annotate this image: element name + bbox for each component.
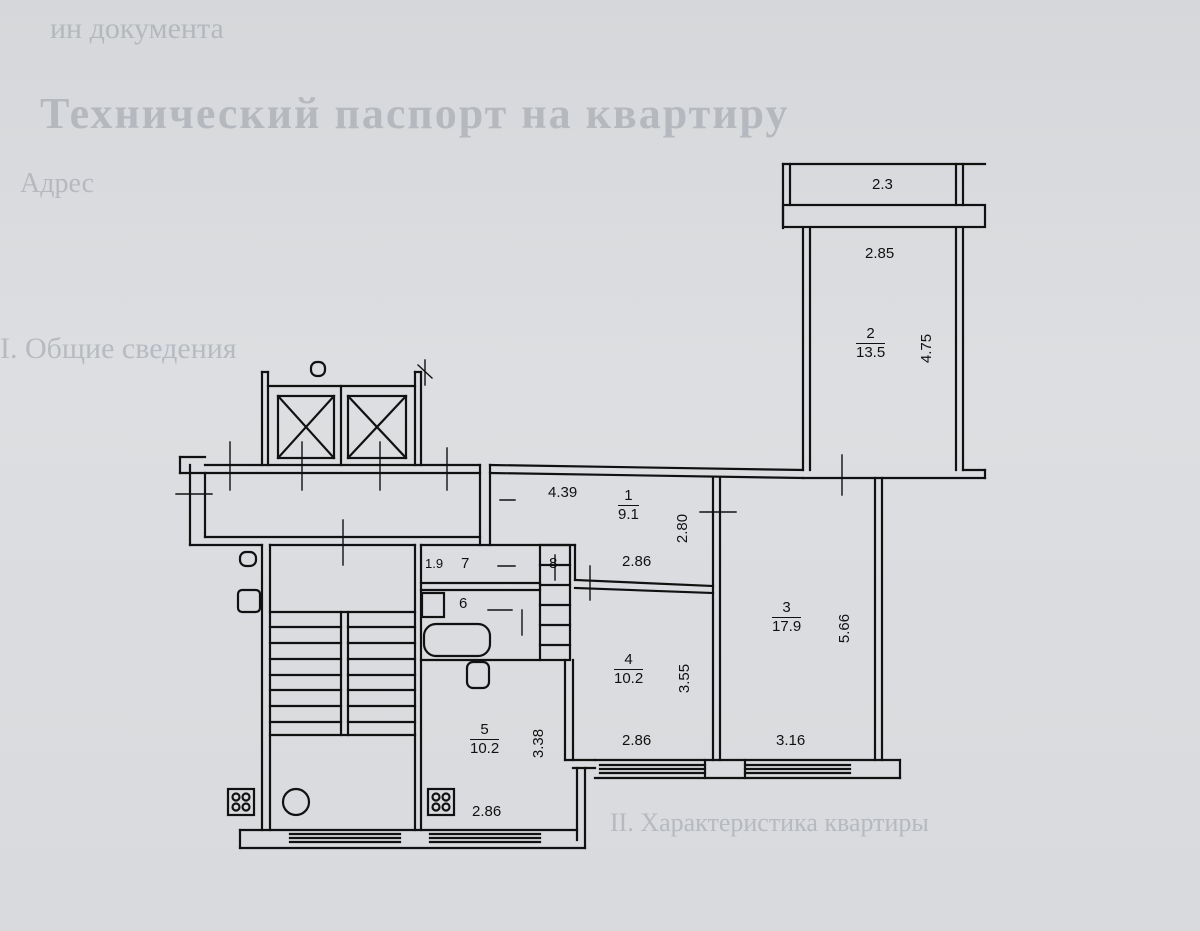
dim-room2-width: 2.85 [865, 245, 894, 262]
room-6-label: 6 [459, 595, 468, 612]
dim-room3-height: 5.66 [836, 613, 854, 644]
room-5-label: 5 10.2 [470, 722, 500, 757]
main-upper-walls [178, 455, 987, 547]
background-document-title: Технический паспорт на квартиру [40, 89, 790, 138]
room-5-area: 10.2 [470, 739, 500, 757]
dim-room5-height: 3.38 [530, 728, 548, 759]
room-2-number: 2 [856, 326, 886, 344]
room-8-label: 8 [549, 555, 558, 572]
dim-room4-height: 3.55 [676, 663, 694, 694]
dim-room1-width: 2.86 [622, 553, 651, 570]
dim-room4-width: 2.86 [622, 732, 651, 749]
background-header-text: ин документа [50, 12, 224, 45]
dim-room1-depth: 2.80 [674, 513, 692, 544]
dimension-ticks [175, 359, 843, 636]
balcony-outline [781, 162, 987, 230]
elevator-shafts [260, 360, 423, 467]
room-3-walls [873, 476, 884, 762]
wc-area-label: 1.9 [425, 556, 444, 571]
room-1-area: 9.1 [618, 505, 639, 523]
room-2-area: 13.5 [856, 343, 886, 361]
room-2-label: 2 13.5 [856, 326, 886, 361]
room-1-4-walls [573, 476, 722, 762]
room-5-number: 5 [470, 722, 500, 740]
room-4-number: 4 [614, 652, 644, 670]
room-2-walls [801, 226, 965, 472]
kitchen-walls [238, 658, 597, 850]
dim-kitchen-width: 2.86 [472, 803, 501, 820]
dim-balcony-top: 2.3 [872, 176, 893, 193]
dim-room2-height: 4.75 [918, 333, 936, 364]
south-wall-windows [593, 758, 902, 780]
background-section-1-text: I. Общие сведения [0, 332, 237, 365]
room-3-area: 17.9 [772, 617, 802, 635]
dim-room3-width: 3.16 [776, 732, 805, 749]
room-4-label: 4 10.2 [614, 652, 644, 687]
background-address-text: Адрес [20, 168, 95, 199]
room-1-label: 1 9.1 [618, 488, 639, 523]
background-section-2-text: II. Характеристика квартиры [610, 808, 929, 837]
room-4-area: 10.2 [614, 669, 644, 687]
room-1-number: 1 [618, 488, 639, 506]
stairwell-walls [188, 463, 482, 832]
room-3-number: 3 [772, 600, 802, 618]
room-3-label: 3 17.9 [772, 600, 802, 635]
bathroom-walls [419, 543, 577, 690]
room-7-label: 7 [461, 555, 470, 572]
dim-hall-length: 4.39 [548, 484, 577, 501]
